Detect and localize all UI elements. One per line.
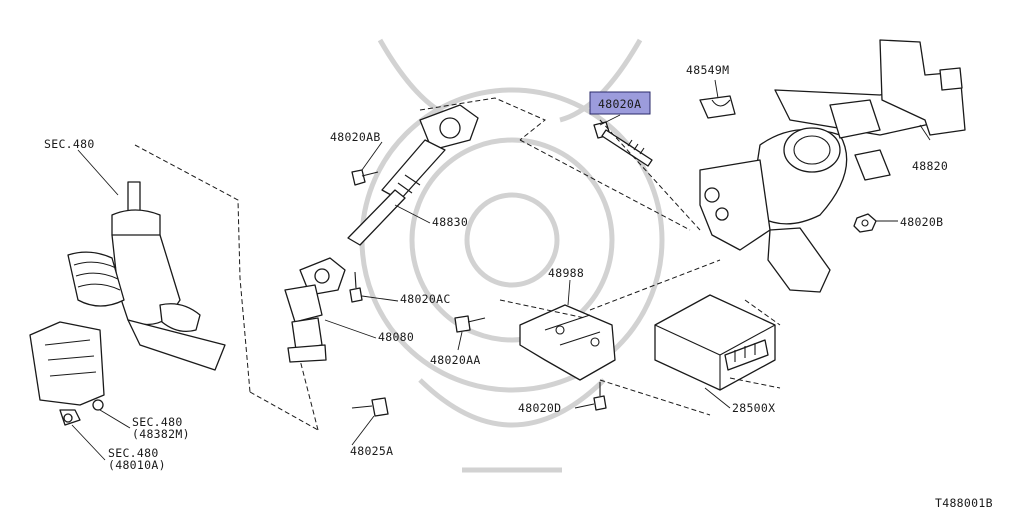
- label-48020ac[interactable]: 48020AC: [400, 292, 451, 306]
- bolt-48020d: [593, 382, 607, 411]
- label-48988[interactable]: 48988: [548, 266, 584, 280]
- label-48020d[interactable]: 48020D: [518, 401, 561, 415]
- label-48020a[interactable]: 48020A: [598, 97, 641, 111]
- bolt-48020a: [593, 121, 653, 167]
- bolt-48020ac: [349, 271, 363, 303]
- label-48025a[interactable]: 48025A: [350, 444, 393, 458]
- bolt-48020aa: [454, 315, 486, 333]
- bracket-48988: [519, 304, 616, 381]
- label-28500x[interactable]: 28500X: [732, 401, 775, 415]
- nut-48020b: [853, 213, 877, 233]
- label-sec480-b: SEC.480: [108, 446, 159, 460]
- label-sec480-b-sub: (48010A): [108, 458, 166, 472]
- label-48020ab[interactable]: 48020AB: [330, 130, 381, 144]
- bolt-48020ab: [351, 169, 379, 186]
- label-sec480-a-sub: (48382M): [132, 427, 190, 441]
- intermediate-shaft: [347, 104, 479, 246]
- highlight-48020a[interactable]: [589, 91, 651, 115]
- label-sec480-top: SEC.480: [44, 137, 95, 151]
- clip-48549m: [699, 95, 736, 119]
- label-48549m[interactable]: 48549M: [686, 63, 729, 77]
- steering-rack-assembly: [29, 181, 226, 426]
- label-48820[interactable]: 48820: [912, 159, 948, 173]
- lower-joint: [284, 257, 346, 363]
- figure-code: T488001B: [935, 496, 993, 510]
- label-48080[interactable]: 48080: [378, 330, 414, 344]
- label-48830[interactable]: 48830: [432, 215, 468, 229]
- bolt-48025a: [351, 397, 389, 417]
- label-48020b[interactable]: 48020B: [900, 215, 943, 229]
- steering-column-48820: [699, 39, 966, 293]
- label-48020aa[interactable]: 48020AA: [430, 353, 481, 367]
- label-sec480-a: SEC.480: [132, 415, 183, 429]
- control-unit-28500x: [654, 294, 776, 391]
